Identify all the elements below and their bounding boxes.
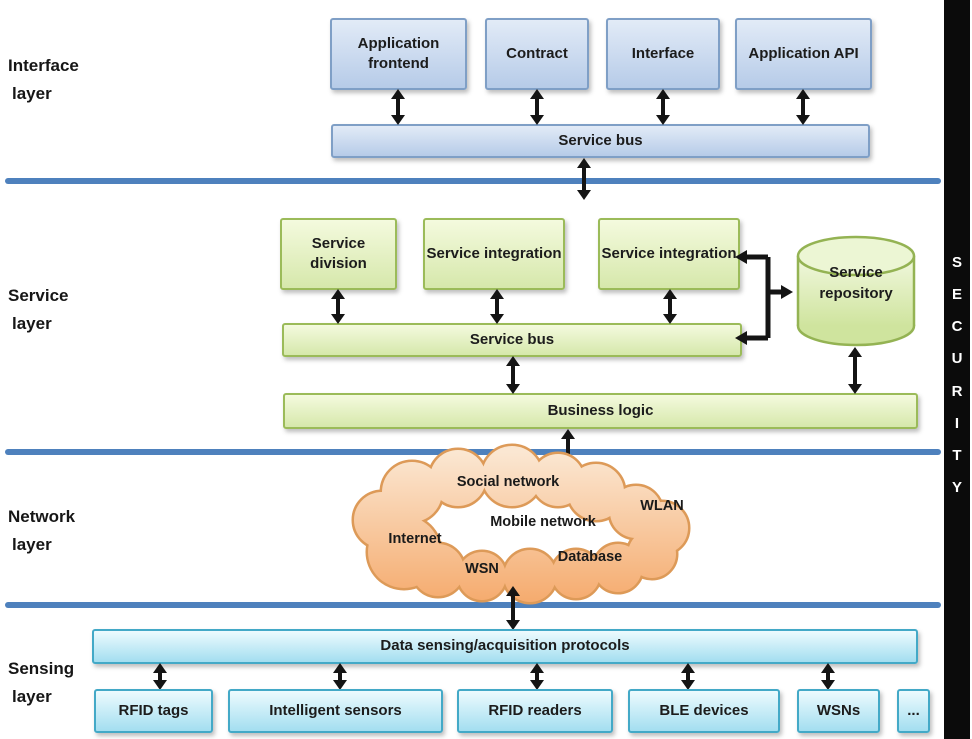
service-repository-label: Service repository (819, 264, 893, 302)
double-arrow-icon (504, 586, 522, 630)
service-layer-service-bus: Service bus (282, 323, 742, 357)
double-arrow-icon (329, 289, 347, 324)
box-intelligent-sensors: Intelligent sensors (228, 689, 443, 733)
double-arrow-icon (679, 663, 697, 690)
double-arrow-icon (528, 89, 546, 125)
box-service-division: Service division (280, 218, 397, 290)
box-wsns: WSNs (797, 689, 880, 733)
box-ble-devices: BLE devices (628, 689, 780, 733)
box-service-integration-1: Service integration (423, 218, 565, 290)
double-arrow-icon (389, 89, 407, 125)
network-cloud (351, 443, 691, 605)
cloud-label-social-network: Social network (456, 474, 560, 490)
box-more-devices: ... (897, 689, 930, 733)
layer-divider-3 (5, 602, 941, 608)
cloud-label-internet: Internet (388, 531, 442, 547)
layer-divider-1 (5, 178, 941, 184)
business-logic-bar: Business logic (283, 393, 918, 429)
box-application-frontend: Application frontend (330, 18, 467, 90)
layer-label-service: Service layer (8, 286, 69, 333)
double-arrow-icon (846, 347, 864, 394)
layer-label-sensing: Sensing layer (8, 659, 75, 706)
cloud-label-wsn: WSN (465, 561, 499, 577)
box-rfid-readers: RFID readers (457, 689, 613, 733)
double-arrow-icon (504, 356, 522, 394)
repository-connector-icon (735, 250, 793, 345)
box-rfid-tags: RFID tags (94, 689, 213, 733)
box-application-api: Application API (735, 18, 872, 90)
box-contract: Contract (485, 18, 589, 90)
interface-service-bus: Service bus (331, 124, 870, 158)
cloud-label-database: Database (557, 549, 623, 565)
double-arrow-icon (819, 663, 837, 690)
double-arrow-icon (528, 663, 546, 690)
box-interface: Interface (606, 18, 720, 90)
service-repository-cylinder (796, 235, 916, 347)
double-arrow-icon (794, 89, 812, 125)
double-arrow-icon (488, 289, 506, 324)
cloud-label-wlan: WLAN (640, 498, 684, 514)
cloud-label-mobile-network: Mobile network (490, 514, 596, 530)
double-arrow-icon (331, 663, 349, 690)
double-arrow-icon (661, 289, 679, 324)
layer-label-network: Network layer (8, 507, 76, 554)
security-bar: S E C U R I T Y (944, 0, 970, 739)
layer-label-interface: Interface layer (8, 56, 79, 103)
double-arrow-icon (654, 89, 672, 125)
double-arrow-icon (575, 158, 593, 200)
double-arrow-icon (151, 663, 169, 690)
box-service-integration-2: Service integration (598, 218, 740, 290)
security-label: S E C U R I T Y (951, 254, 963, 496)
data-protocols-bar: Data sensing/acquisition protocols (92, 629, 918, 664)
